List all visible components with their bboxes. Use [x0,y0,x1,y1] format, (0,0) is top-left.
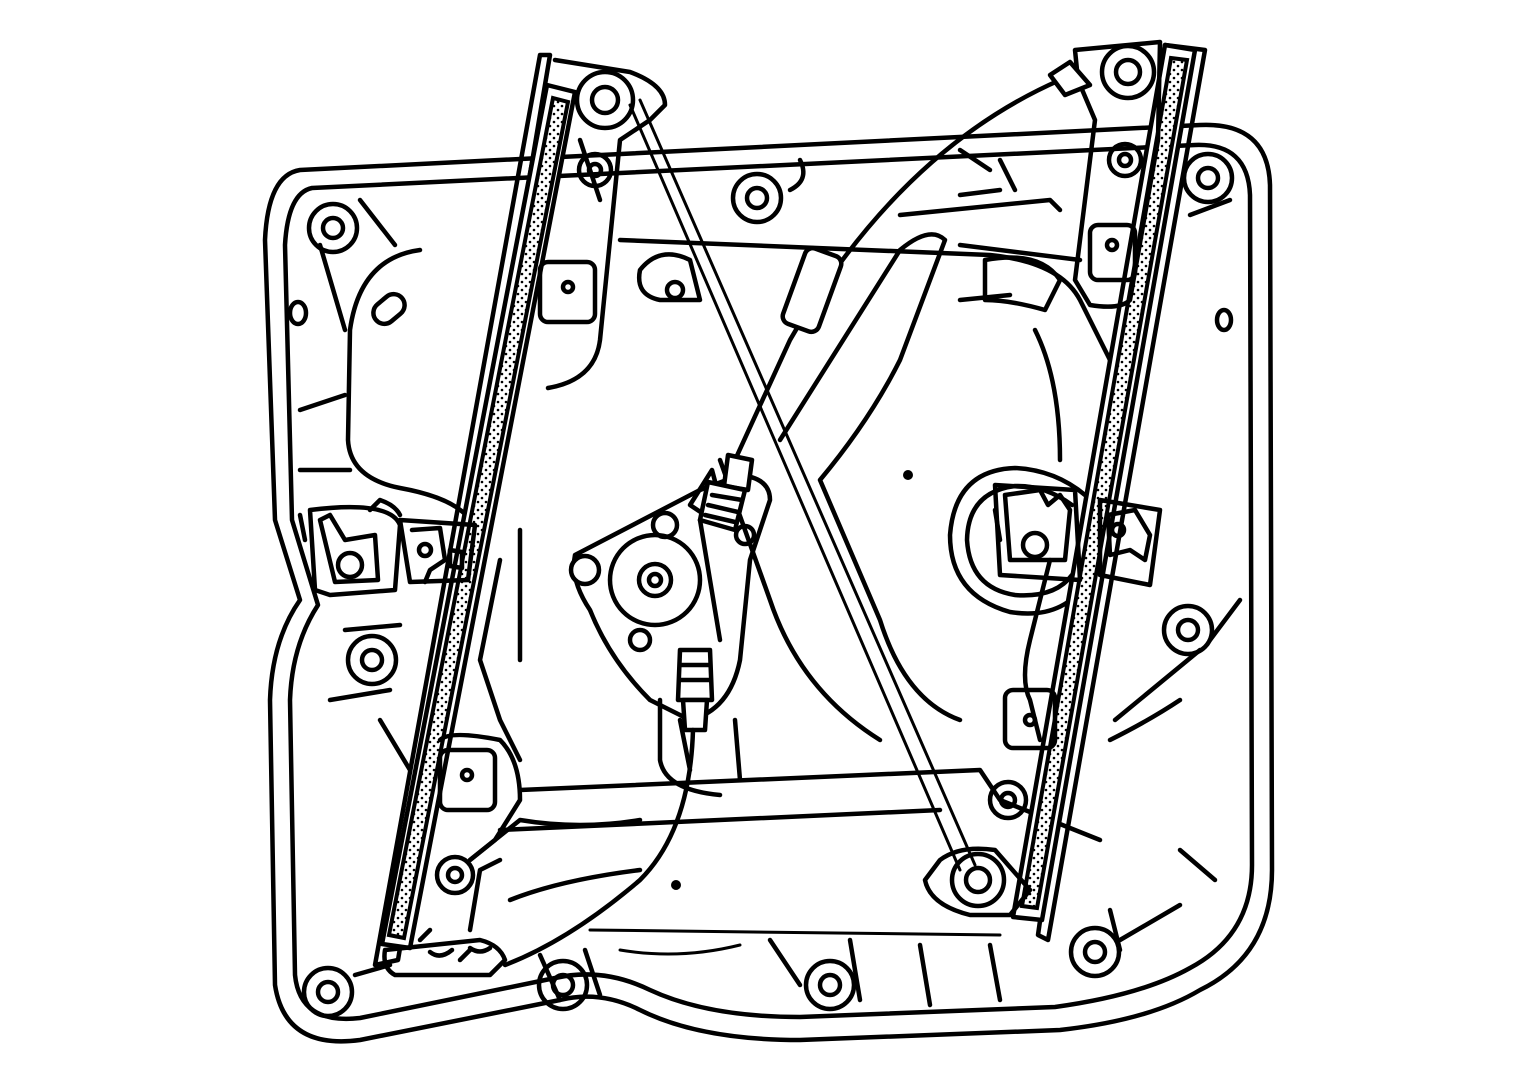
cable-end [1047,59,1093,98]
locator-dot [903,470,913,480]
mounting-hole [803,958,857,1012]
mounting-hole [1106,141,1144,179]
mounting-hole [287,299,309,327]
mounting-hole [1161,603,1215,657]
rear-guide-rail [922,39,1208,943]
pivot-rivet [664,279,686,301]
mounting-slot [371,291,407,327]
mounting-hole [536,958,590,1012]
front-guide-rail [372,52,668,978]
mounting-holes [287,141,1235,1019]
window-glass-clamp-rear [992,482,1163,588]
mounting-hole [1181,151,1235,205]
mounting-hole [1068,925,1122,979]
locator-dot [671,880,681,890]
mounting-hole [1214,307,1234,333]
drive-cable [502,59,1093,968]
mounting-hole [987,779,1029,821]
cable-sleeve [780,245,844,335]
mounting-hole [301,965,355,1019]
mounting-hole [345,633,399,687]
window-glass-clamp-front [297,497,478,598]
mounting-hole [730,171,784,225]
mounting-hole [434,854,476,896]
mounting-hole [306,201,360,255]
